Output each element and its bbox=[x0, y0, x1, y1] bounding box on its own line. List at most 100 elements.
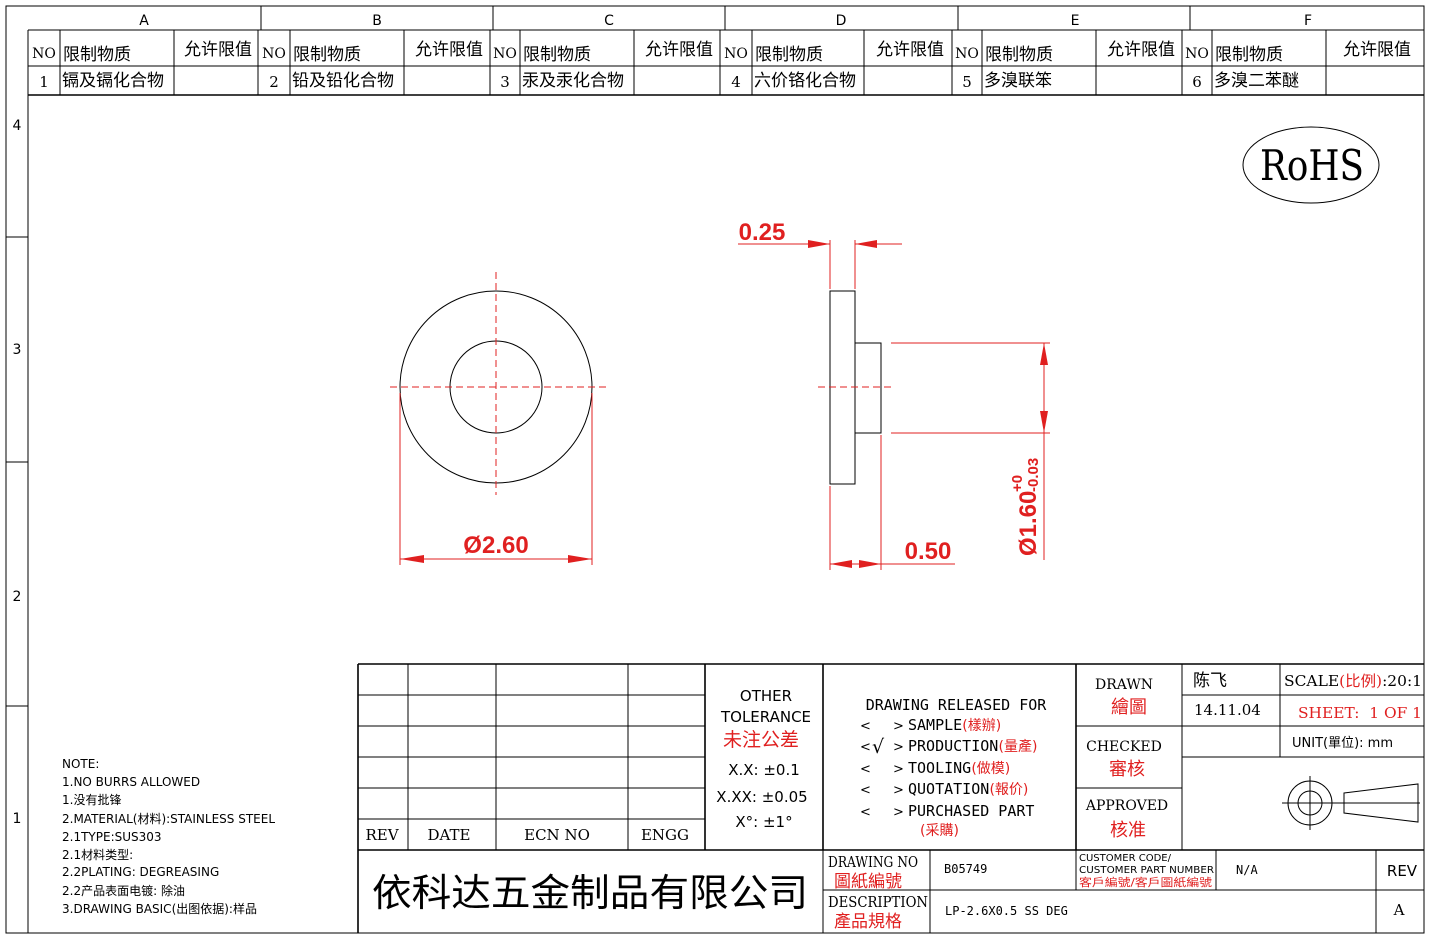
drawn-name: 陈飞 bbox=[1193, 671, 1227, 691]
substance-row-name: 多溴联笨 bbox=[984, 71, 1052, 91]
note-line: 2.1TYPE:SUS303 bbox=[62, 830, 162, 844]
note-line: 2.2产品表面电镀: 除油 bbox=[62, 883, 185, 898]
date-header: DATE bbox=[428, 826, 471, 844]
substance-header-limit: 允许限值 bbox=[184, 40, 252, 60]
substance-header-name: 限制物质 bbox=[755, 45, 823, 65]
substance-row-name: 六价铬化合物 bbox=[754, 71, 856, 91]
bracket-open: < bbox=[860, 805, 871, 820]
approved-label: APPROVED bbox=[1085, 798, 1168, 814]
zone-col-d: D bbox=[836, 13, 847, 29]
drawn-label: DRAWN bbox=[1095, 677, 1153, 693]
substance-row-no: 4 bbox=[731, 73, 741, 91]
release-option-label: QUOTATION bbox=[908, 780, 989, 798]
zone-col-a: A bbox=[139, 13, 149, 29]
tolerance-title-1: OTHER bbox=[740, 687, 792, 705]
substance-row-name: 汞及汞化合物 bbox=[522, 71, 624, 91]
substance-header-no: NO bbox=[1185, 46, 1209, 62]
description-cn: 產品規格 bbox=[834, 912, 902, 932]
bracket-close: > bbox=[893, 783, 904, 798]
zone-col-c: C bbox=[604, 13, 614, 29]
substance-header-no: NO bbox=[262, 46, 286, 62]
note-line: 3.DRAWING BASIC(出图依据):样品 bbox=[62, 901, 257, 916]
substance-row-name: 铅及铅化合物 bbox=[292, 71, 394, 91]
scale-value: :20:1 bbox=[1382, 672, 1422, 690]
zone-col-b: B bbox=[372, 13, 382, 29]
substance-header-name: 限制物质 bbox=[1215, 45, 1283, 65]
release-option-cn: (量產) bbox=[999, 738, 1038, 755]
substance-header-limit: 允许限值 bbox=[415, 40, 483, 60]
zone-row-1: 1 bbox=[13, 811, 22, 827]
dim-inner-tol-lower: -0.03 bbox=[1025, 458, 1042, 492]
drawn-date: 14.11.04 bbox=[1194, 701, 1261, 719]
scale-label: SCALE bbox=[1284, 672, 1339, 690]
substance-header-name: 限制物质 bbox=[523, 45, 591, 65]
note-line: 1.没有批锋 bbox=[62, 792, 121, 807]
checked-label: CHECKED bbox=[1086, 739, 1162, 755]
dim-outer-diameter: Ø2.60 bbox=[463, 532, 528, 559]
customer-label-cn: 客戶編號/客戶圖紙編號 bbox=[1079, 875, 1212, 889]
customer-value: N/A bbox=[1236, 863, 1258, 877]
substance-row-no: 1 bbox=[39, 73, 49, 91]
substance-row-no: 6 bbox=[1192, 73, 1202, 91]
customer-part-label: CUSTOMER PART NUMBER bbox=[1079, 865, 1214, 876]
bracket-open: < bbox=[860, 783, 871, 798]
substance-header-name: 限制物质 bbox=[293, 45, 361, 65]
customer-code-label: CUSTOMER CODE/ bbox=[1079, 853, 1172, 864]
front-view: Ø2.60 bbox=[390, 272, 606, 565]
bracket-open: < bbox=[860, 740, 871, 755]
drawn-label-cn: 繪圖 bbox=[1111, 697, 1147, 718]
rohs-mark: RoHS bbox=[1242, 126, 1380, 204]
ecn-header: ECN NO bbox=[524, 826, 590, 844]
release-option-cn: (報价) bbox=[989, 782, 1028, 798]
substance-header-limit: 允许限值 bbox=[1107, 40, 1175, 60]
dim-inner-diameter: Ø1.60 bbox=[1015, 491, 1042, 556]
note-line: 2.MATERIAL(材料):STAINLESS STEEL bbox=[62, 812, 275, 826]
zone-row-4: 4 bbox=[13, 118, 22, 134]
bracket-close: > bbox=[893, 762, 904, 777]
substance-row-no: 5 bbox=[962, 73, 972, 91]
release-option: <>TOOLING(做模) bbox=[860, 759, 1010, 777]
notes-title: NOTE: bbox=[62, 757, 99, 771]
substance-header-limit: 允许限值 bbox=[645, 40, 713, 60]
tolerance-title-cn: 未注公差 bbox=[723, 729, 799, 751]
tolerance-xxx: X.XX: ±0.05 bbox=[716, 788, 807, 806]
rohs-label: RoHS bbox=[1260, 141, 1364, 190]
scale-label-cn: (比例) bbox=[1339, 672, 1382, 690]
side-view: 0.25 0.50 Ø1.60 +0 -0.03 bbox=[738, 219, 1050, 570]
rev-value: A bbox=[1393, 901, 1405, 919]
release-option-label: PURCHASED PART bbox=[908, 802, 1034, 820]
release-option-label: SAMPLE bbox=[908, 716, 962, 734]
drawing-no-value: B05749 bbox=[944, 862, 987, 876]
substance-header-no: NO bbox=[724, 46, 748, 62]
substance-row-no: 3 bbox=[500, 73, 510, 91]
substance-header-name: 限制物质 bbox=[63, 45, 131, 65]
zone-col-f: F bbox=[1304, 13, 1312, 29]
approved-label-cn: 核准 bbox=[1110, 820, 1146, 841]
release-option-label: TOOLING bbox=[908, 759, 971, 777]
substance-header-no: NO bbox=[955, 46, 979, 62]
rev-header: REV bbox=[365, 826, 399, 844]
dim-length: 0.50 bbox=[905, 538, 952, 565]
release-option-label: PRODUCTION bbox=[908, 737, 998, 755]
tolerance-angle: X°: ±1° bbox=[735, 813, 792, 831]
release-option-cn: (做模) bbox=[971, 761, 1010, 777]
release-option-cn: (樣辦) bbox=[962, 717, 1001, 734]
substance-header-name: 限制物质 bbox=[985, 45, 1053, 65]
description-label: DESCRIPTION bbox=[828, 893, 928, 911]
title-block: REV DATE ECN NO ENGG OTHER TOLERANCE 未注公… bbox=[357, 663, 1424, 933]
bracket-close: > bbox=[893, 719, 904, 734]
scale-text: SCALE(比例):20:1 bbox=[1284, 672, 1422, 690]
drawing-no-label: DRAWING NO bbox=[828, 853, 918, 871]
checked-label-cn: 審核 bbox=[1109, 759, 1145, 780]
note-line: 2.2PLATING: DEGREASING bbox=[62, 865, 219, 879]
tolerance-title-2: TOLERANCE bbox=[720, 708, 811, 726]
substance-row-name: 镉及镉化合物 bbox=[62, 71, 164, 91]
notes: NOTE:1.NO BURRS ALLOWED1.没有批锋2.MATERIAL(… bbox=[62, 757, 275, 916]
company-name: 依科达五金制品有限公司 bbox=[372, 871, 808, 915]
release-option: < > SAMPLE(樣辦) bbox=[860, 716, 1001, 734]
release-option: < > QUOTATION(報价) bbox=[860, 780, 1028, 798]
substance-header-no: NO bbox=[32, 46, 56, 62]
bracket-open: < bbox=[860, 719, 871, 734]
release-option: <>PURCHASED PART(采購) bbox=[860, 802, 1034, 839]
